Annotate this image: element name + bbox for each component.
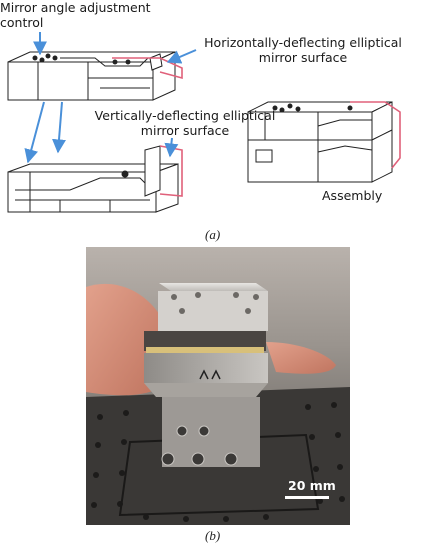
caption-a: (a) [205,227,221,242]
panel-a-drawing [7,32,401,213]
mirror-control-line1: Mirror angle adjustment [0,0,151,15]
vertical-mirror-label: Vertically-deflecting elliptical mirror … [80,108,290,138]
horizontal-mirror-label: Horizontally-deflecting elliptical mirro… [183,35,423,65]
horizontal-mirror-part [7,51,176,101]
vertical-line1: Vertically-deflecting elliptical [94,108,276,123]
vertical-line2: mirror surface [140,123,230,138]
assembly-wedge [144,383,268,397]
horizontal-line1: Horizontally-deflecting elliptical [204,35,402,50]
arrow-marks [199,369,221,380]
horizontal-mirror-outline [112,57,183,80]
assembly-part [247,101,393,183]
leader-arrows [24,32,197,164]
scale-bar-label: 20 mm [288,478,336,493]
mirror-strip [146,347,264,353]
lower-screws [161,425,238,466]
mirror-control-label: Mirror angle adjustment control [0,0,151,30]
horizontal-line2: mirror surface [258,50,348,65]
hand [86,283,161,396]
scale-bar-line [285,496,329,499]
mirror-control-line2: control [0,15,44,30]
caption-b: (b) [205,528,221,543]
upper-screws [171,292,259,314]
assembly-mid-block [144,353,268,383]
assembly-top-face [159,283,268,291]
panel-b-photo [86,247,350,525]
vertical-mirror-part [7,145,179,213]
finger [266,342,336,374]
assembly-mirror-outline [350,101,401,169]
mirror-gap [144,331,266,351]
assembly-label: Assembly [322,188,383,203]
